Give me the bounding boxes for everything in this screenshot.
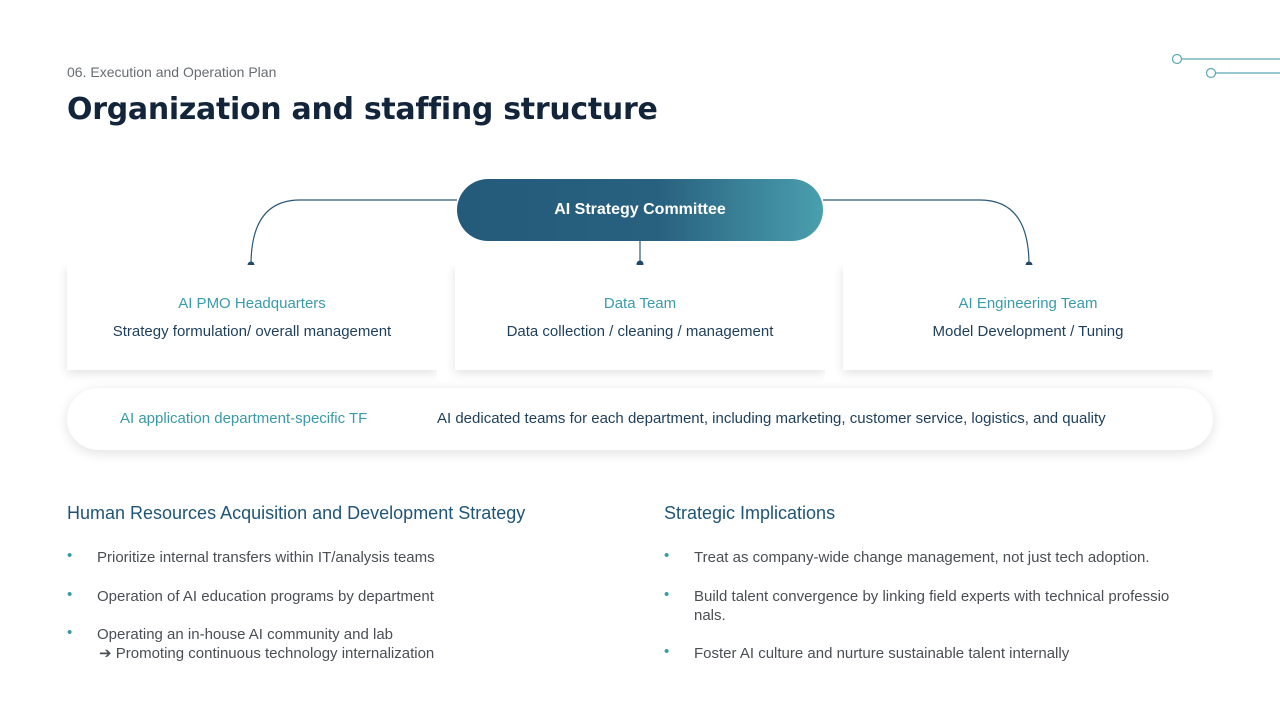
bullet: • bbox=[664, 547, 670, 564]
list-item-text: Prioritize internal transfers within IT/… bbox=[97, 549, 435, 566]
list-item: • Prioritize internal transfers within I… bbox=[67, 547, 607, 567]
tf-description: AI dedicated teams for each department, … bbox=[437, 410, 1106, 427]
org-connectors bbox=[250, 199, 1030, 266]
hr-strategy-heading: Human Resources Acquisition and Developm… bbox=[67, 503, 526, 523]
team-role: Data collection / cleaning / management bbox=[506, 323, 774, 340]
team-card-pmo: AI PMO Headquarters Strategy formulation… bbox=[67, 265, 437, 370]
team-role: Strategy formulation/ overall management bbox=[112, 323, 392, 340]
bullet: • bbox=[67, 586, 73, 603]
team-name: AI Engineering Team bbox=[958, 295, 1098, 312]
list-item-text: Foster AI culture and nurture sustainabl… bbox=[694, 645, 1070, 662]
list-item-subtext: ➔ Promoting continuous technology intern… bbox=[99, 645, 435, 662]
list-item: • Treat as company-wide change managemen… bbox=[664, 547, 1224, 567]
implications-heading: Strategic Implications bbox=[664, 503, 836, 523]
ai-strategy-committee-node: AI Strategy Committee bbox=[457, 179, 823, 241]
team-card-data: Data Team Data collection / cleaning / m… bbox=[455, 265, 825, 370]
bullet: • bbox=[664, 643, 670, 660]
corner-decoration bbox=[1171, 53, 1280, 79]
list-item: • Foster AI culture and nurture sustaina… bbox=[664, 643, 1224, 663]
list-item-text: Operating an in-house AI community and l… bbox=[97, 626, 394, 643]
team-name: Data Team bbox=[603, 295, 677, 312]
list-item-text: Build talent convergence by linking fiel… bbox=[694, 588, 1170, 605]
team-name: AI PMO Headquarters bbox=[178, 295, 326, 312]
page-title: Organization and staffing structure bbox=[67, 92, 658, 127]
team-card-engineering: AI Engineering Team Model Development / … bbox=[843, 265, 1213, 370]
bullet: • bbox=[67, 624, 73, 641]
list-item: • Operation of AI education programs by … bbox=[67, 586, 607, 606]
department-tf-bar: AI application department-specific TF AI… bbox=[67, 388, 1213, 450]
hr-strategy-list: • Prioritize internal transfers within I… bbox=[67, 547, 607, 663]
list-item-text: Treat as company-wide change management,… bbox=[694, 549, 1150, 566]
tf-name: AI application department-specific TF bbox=[120, 410, 368, 427]
team-role: Model Development / Tuning bbox=[932, 323, 1124, 340]
implications-list: • Treat as company-wide change managemen… bbox=[664, 547, 1224, 663]
list-item-text: Operation of AI education programs by de… bbox=[97, 588, 434, 605]
bullet: • bbox=[67, 547, 73, 564]
bullet: • bbox=[664, 586, 670, 603]
list-item: • Operating an in-house AI community and… bbox=[67, 624, 607, 663]
committee-label: AI Strategy Committee bbox=[554, 201, 726, 218]
list-item: • Build talent convergence by linking fi… bbox=[664, 586, 1224, 625]
list-item-subtext: nals. bbox=[694, 607, 726, 624]
section-label: 06. Execution and Operation Plan bbox=[67, 64, 277, 80]
